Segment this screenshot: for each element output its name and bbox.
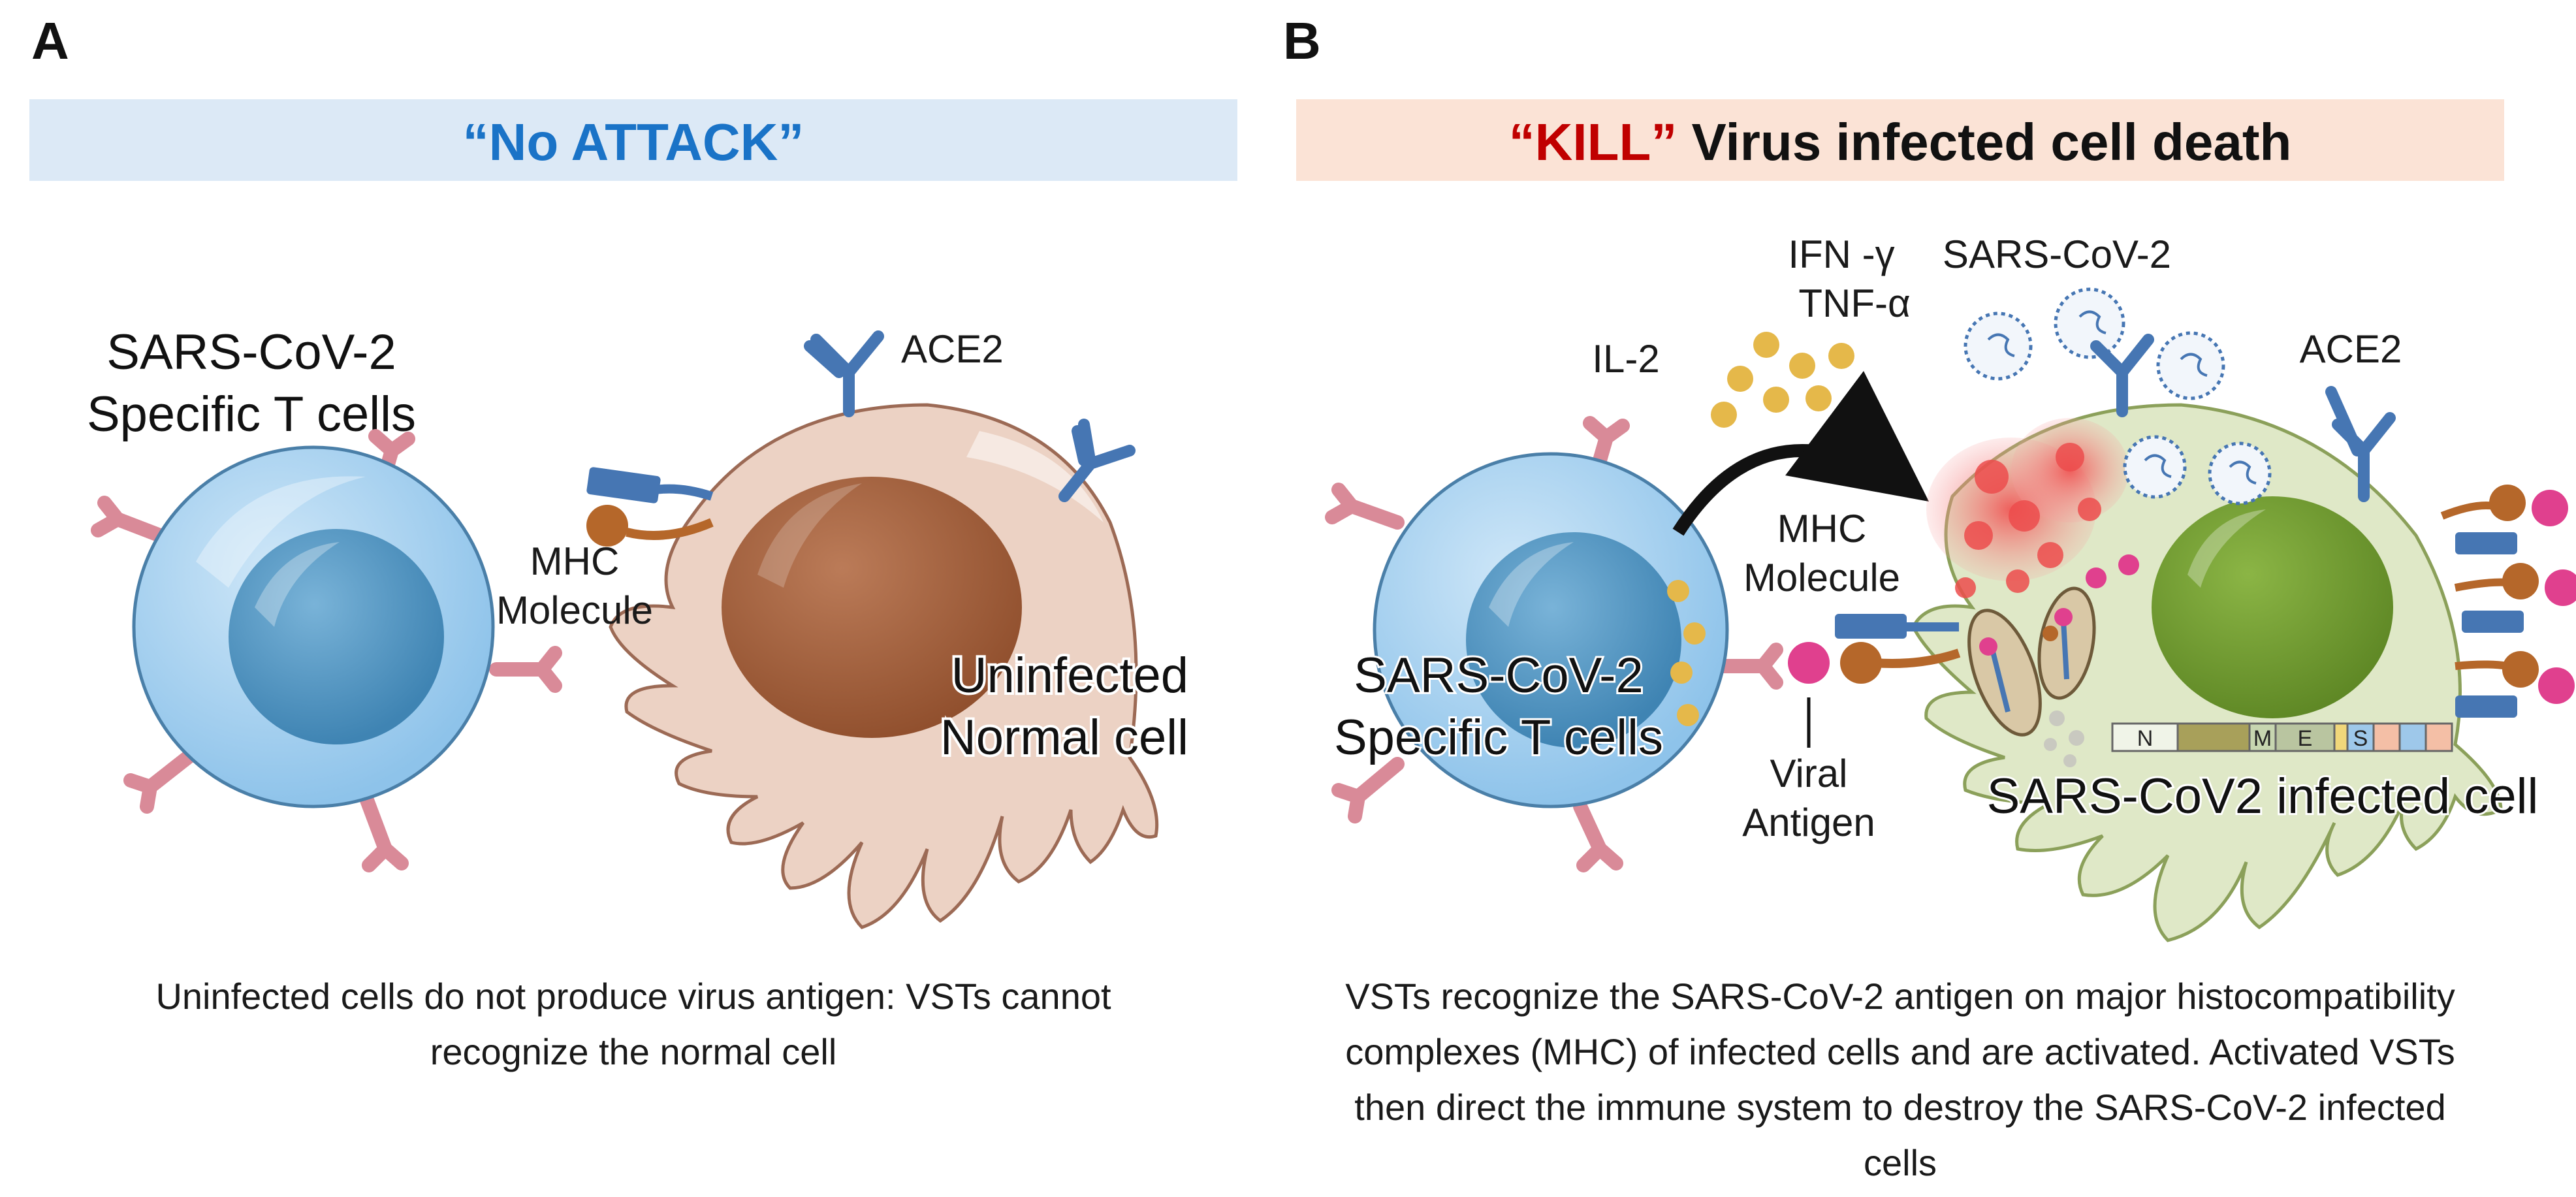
panel-b-virions <box>1964 287 2272 505</box>
panel-a-ace2-label: ACE2 <box>901 327 1004 371</box>
panel-b-mhc-label-2: Molecule <box>1743 556 1900 599</box>
panel-a-letter: A <box>31 12 69 70</box>
panel-b-antigen-label-2: Antigen <box>1742 801 1875 844</box>
panel-b-ace2-receptors <box>2090 334 2396 502</box>
panel-b-virus-label: SARS-CoV-2 <box>1943 232 2171 276</box>
panel-b-tcell-label-1: SARS-CoV-2 <box>1354 648 1644 703</box>
panel-b-caption-4: cells <box>1864 1142 1937 1183</box>
panel-b: B “KILL” Virus infected cell death IL-2 <box>1283 12 2576 1183</box>
panel-b-cytokines <box>1711 332 1854 428</box>
panel-b-banner <box>1296 99 2504 181</box>
panel-a-banner <box>29 99 1237 181</box>
panel-b-tcell-granules <box>1667 580 1706 726</box>
panel-b-tcell-label-2: Specific T cells <box>1334 710 1663 765</box>
panel-b-cell-label: SARS-CoV2 infected cell <box>1987 769 2539 824</box>
panel-a-mhc-label-1: MHC <box>530 539 620 583</box>
panel-a-banner-text: “No ATTACK” <box>463 113 804 171</box>
panel-a-tcell-label-1: SARS-CoV-2 <box>106 325 396 380</box>
panel-b-viral-antigen <box>1788 642 1830 684</box>
panel-b-caption-3: then direct the immune system to destroy… <box>1354 1087 2445 1128</box>
panel-b-banner-text: “KILL” Virus infected cell death <box>1509 113 2292 171</box>
panel-a-t-cell-nucleus <box>229 529 444 744</box>
genome-e: E <box>2298 726 2313 751</box>
panel-b-letter: B <box>1283 12 1321 70</box>
panel-a: A “No ATTACK” SARS-CoV-2 Specific T cell… <box>29 12 1237 1072</box>
panel-a-tcell-receptors <box>91 429 562 872</box>
panel-a-cell-label-2: Normal cell <box>940 710 1188 765</box>
banner-rest: Virus infected cell death <box>1677 113 2291 171</box>
genome-m: M <box>2253 726 2272 751</box>
panel-b-mhc-molecule <box>1788 614 1961 684</box>
panel-a-mhc-molecule <box>586 467 714 547</box>
panel-b-antigen-label-1: Viral <box>1770 752 1848 795</box>
genome-n: N <box>2137 726 2154 751</box>
panel-a-tcell-label-2: Specific T cells <box>87 387 416 442</box>
panel-b-caption-2: complexes (MHC) of infected cells and ar… <box>1345 1031 2455 1072</box>
panel-b-tcell-receptors <box>1325 416 1783 872</box>
panel-b-vesicles <box>1967 554 2139 767</box>
panel-a-caption-2: recognize the normal cell <box>430 1031 837 1072</box>
panel-b-mhc-label-1: MHC <box>1777 507 1867 551</box>
panel-a-t-cell-highlight <box>196 476 366 588</box>
panel-b-ace2-label: ACE2 <box>2300 327 2402 371</box>
panel-b-cytokine-label-1: IFN -γ <box>1788 232 1894 276</box>
panel-b-genome-bar: N M E S <box>2111 722 2453 752</box>
panel-a-mhc-label-2: Molecule <box>496 588 653 632</box>
panel-a-normal-nucleus <box>722 477 1022 738</box>
panel-b-t-cell-nucleus <box>1466 532 1681 748</box>
panel-a-caption-1: Uninfected cells do not produce virus an… <box>155 976 1111 1017</box>
panel-b-infected-nucleus <box>2152 496 2393 718</box>
panel-b-surface-mhc <box>2440 485 2576 718</box>
panel-a-ace2-receptors <box>804 330 1136 502</box>
panel-b-il2-label: IL-2 <box>1592 337 1659 381</box>
panel-b-activation-arrow <box>1672 371 1930 536</box>
panel-b-caption-1: VSTs recognize the SARS-CoV-2 antigen on… <box>1345 976 2455 1017</box>
genome-s: S <box>2353 726 2368 751</box>
banner-kill: “KILL” <box>1509 113 1678 171</box>
panel-b-damage-cluster <box>1926 418 2129 598</box>
panel-a-cell-label-1: Uninfected <box>951 648 1188 703</box>
panel-b-cytokine-label-2: TNF-α <box>1798 281 1910 325</box>
